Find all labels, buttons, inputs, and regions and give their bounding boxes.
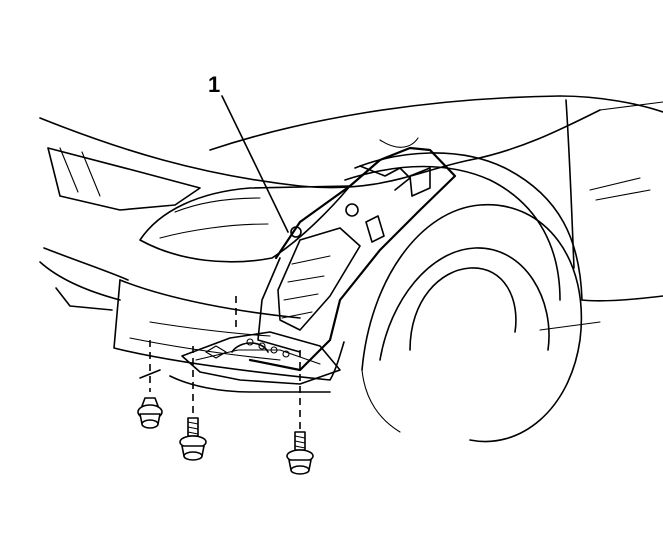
fender-wheel-arch	[344, 152, 663, 331]
far-headlamp	[47, 147, 201, 211]
push-pin-retainer-icon	[137, 397, 163, 429]
tire	[361, 204, 583, 443]
callout-1-label: 1	[208, 72, 220, 97]
front-fascia	[39, 247, 345, 381]
fastener-alignment-lines	[149, 296, 301, 430]
lower-bracket	[139, 331, 341, 393]
hood-outline	[39, 95, 663, 189]
near-headlamp	[139, 185, 351, 263]
door-outline	[565, 99, 651, 269]
bolt-icon	[286, 431, 314, 475]
bolt-icon	[179, 417, 207, 461]
splash-shield	[248, 137, 457, 372]
callout-1: 1	[208, 72, 289, 233]
